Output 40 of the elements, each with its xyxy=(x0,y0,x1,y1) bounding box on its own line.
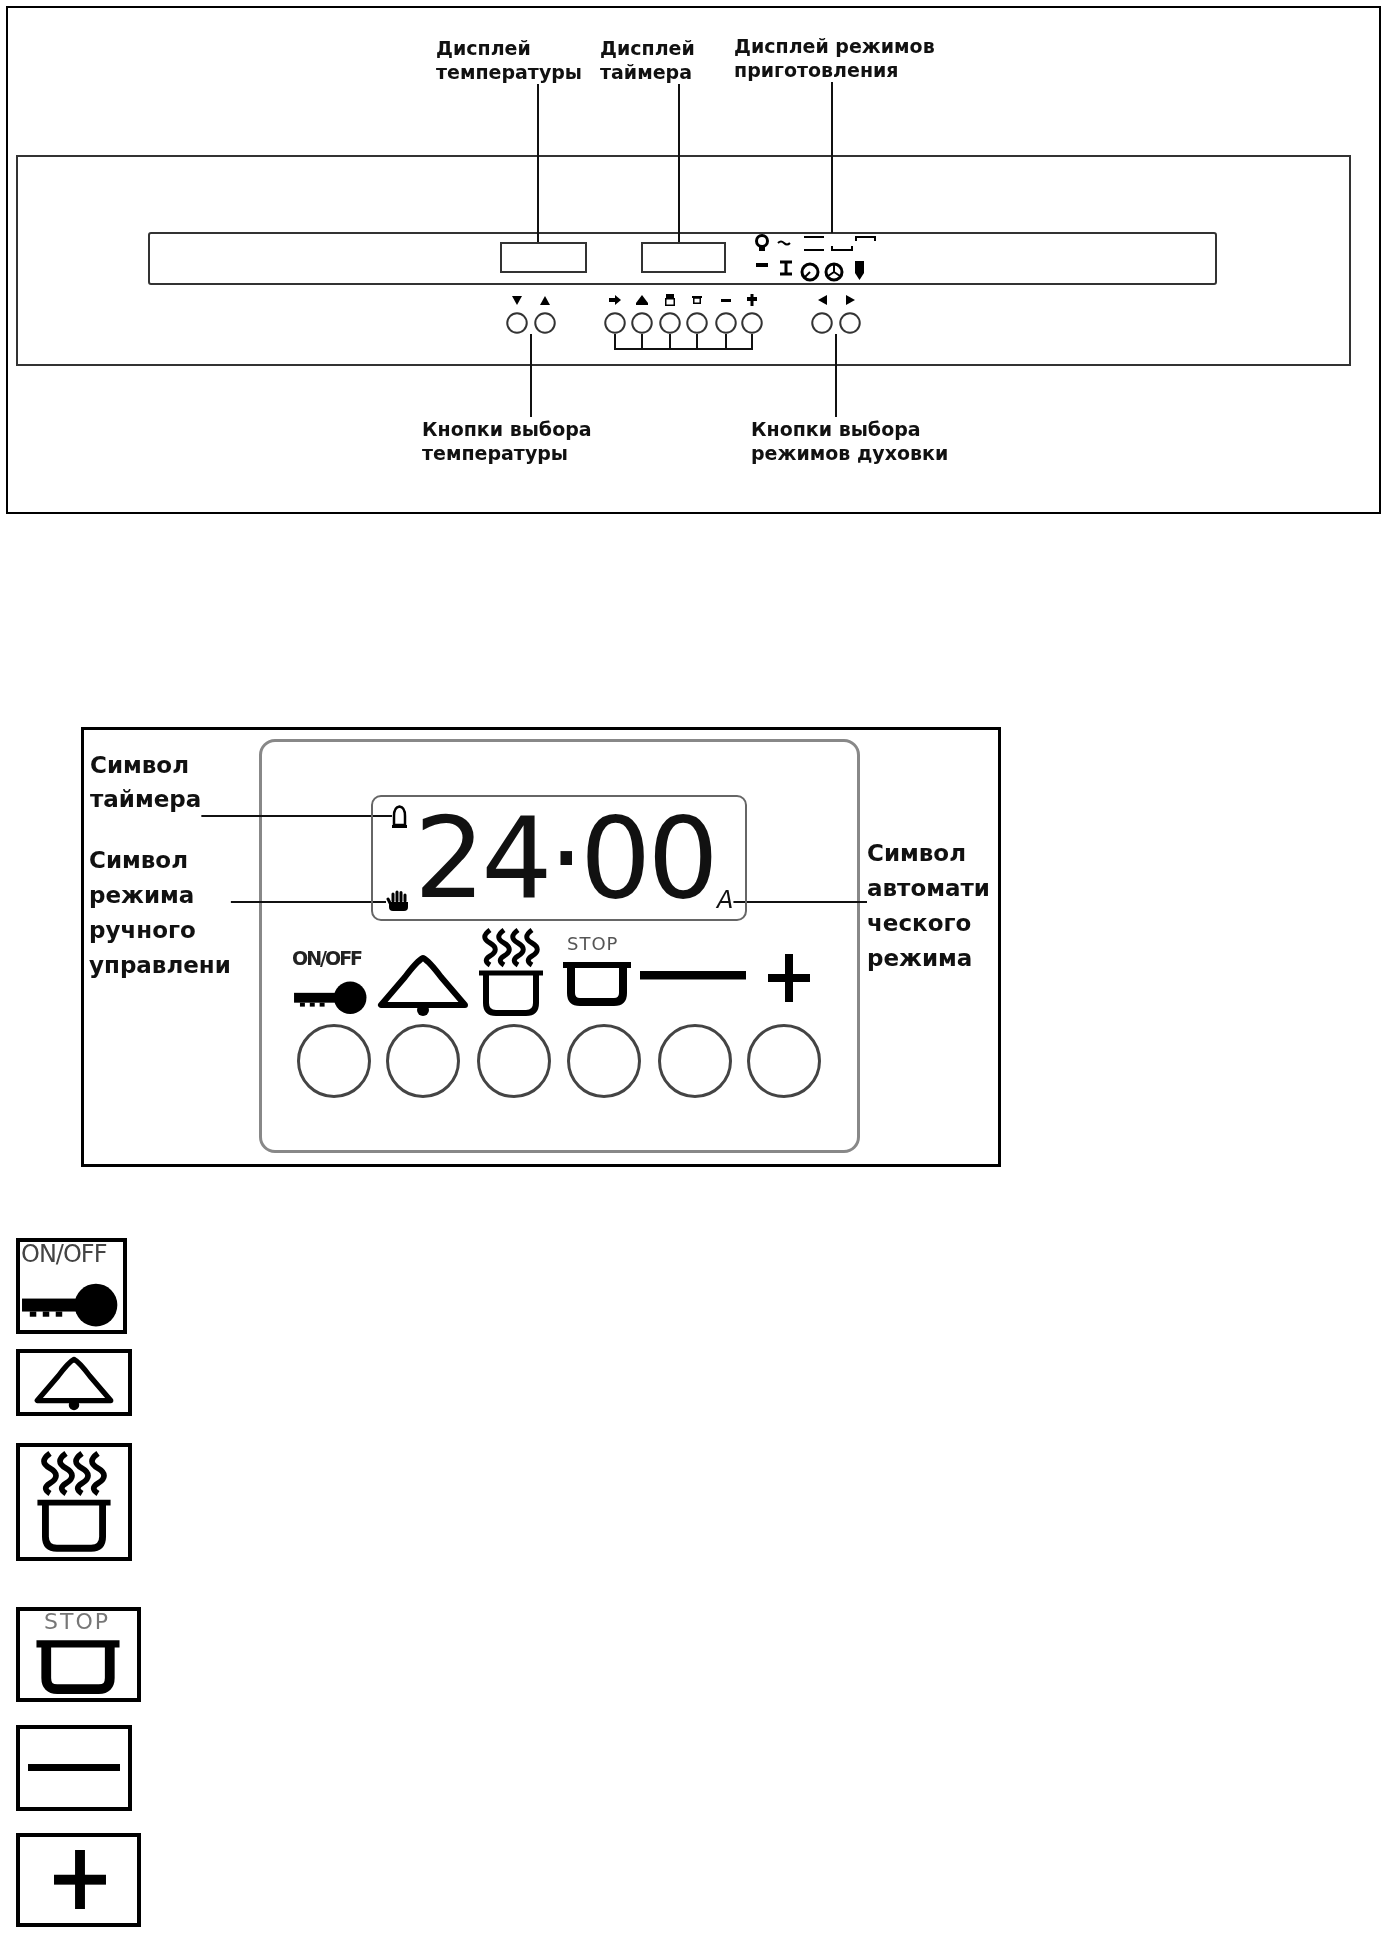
round-button xyxy=(604,312,626,334)
leader-line xyxy=(835,333,837,418)
round-button xyxy=(715,312,737,334)
time-readout: 24·00 xyxy=(414,802,715,914)
on-off-text: ON/OFF xyxy=(292,949,362,968)
callout-label: Символ режима ручного управлени xyxy=(89,843,231,983)
connector-line xyxy=(669,333,698,350)
bell-icon xyxy=(392,804,407,829)
connector-line xyxy=(641,333,671,350)
leader-line xyxy=(537,83,539,243)
round-button xyxy=(741,312,763,334)
on-off-text: ON/OFF xyxy=(21,1242,107,1266)
callout-label: Кнопки выбора температуры xyxy=(422,417,622,465)
button-pair xyxy=(811,312,861,334)
stop-text: STOP xyxy=(567,935,619,953)
mode-symbols-icon xyxy=(754,233,876,283)
callout-label: Символ автомати ческого режима xyxy=(867,836,990,976)
auto-mode-letter: A xyxy=(717,888,734,912)
button-pair xyxy=(506,312,556,334)
callout-label: Символ таймера xyxy=(90,748,202,816)
timer-display xyxy=(641,242,726,273)
round-button xyxy=(686,312,708,334)
callout-label: Дисплей таймера xyxy=(600,36,695,84)
callout-label: Дисплей температуры xyxy=(436,36,583,84)
connector-line xyxy=(696,333,727,350)
leader-line xyxy=(831,81,833,234)
callout-label: Кнопки выбора режимов духовки xyxy=(751,417,983,465)
round-button xyxy=(631,312,653,334)
connector-line xyxy=(614,333,643,350)
round-button xyxy=(659,312,681,334)
connector-line xyxy=(725,333,753,350)
leader-line xyxy=(732,901,868,903)
hand-icon xyxy=(386,890,410,912)
leader-line xyxy=(200,815,393,817)
leader-line xyxy=(229,901,387,903)
stop-text: STOP xyxy=(44,1611,110,1633)
callout-label: Дисплей режимов приготовления xyxy=(734,34,966,82)
lcd-screen xyxy=(371,795,747,921)
temperature-display xyxy=(500,242,587,273)
leader-line xyxy=(678,83,680,243)
